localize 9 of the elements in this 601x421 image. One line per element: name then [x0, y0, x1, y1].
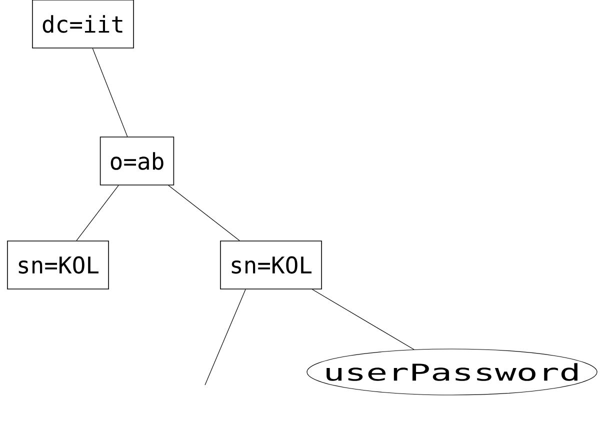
entry-box: o=ab	[100, 136, 174, 186]
connector-line	[76, 185, 119, 241]
connector-line	[204, 289, 246, 386]
entry-box: sn=KOL	[7, 240, 109, 290]
connector-line	[168, 185, 240, 241]
entry-box: dc=iit	[32, 0, 134, 48]
connector-line	[312, 289, 414, 350]
entry-box: sn=KOL	[220, 240, 322, 290]
connector-line	[92, 48, 128, 137]
